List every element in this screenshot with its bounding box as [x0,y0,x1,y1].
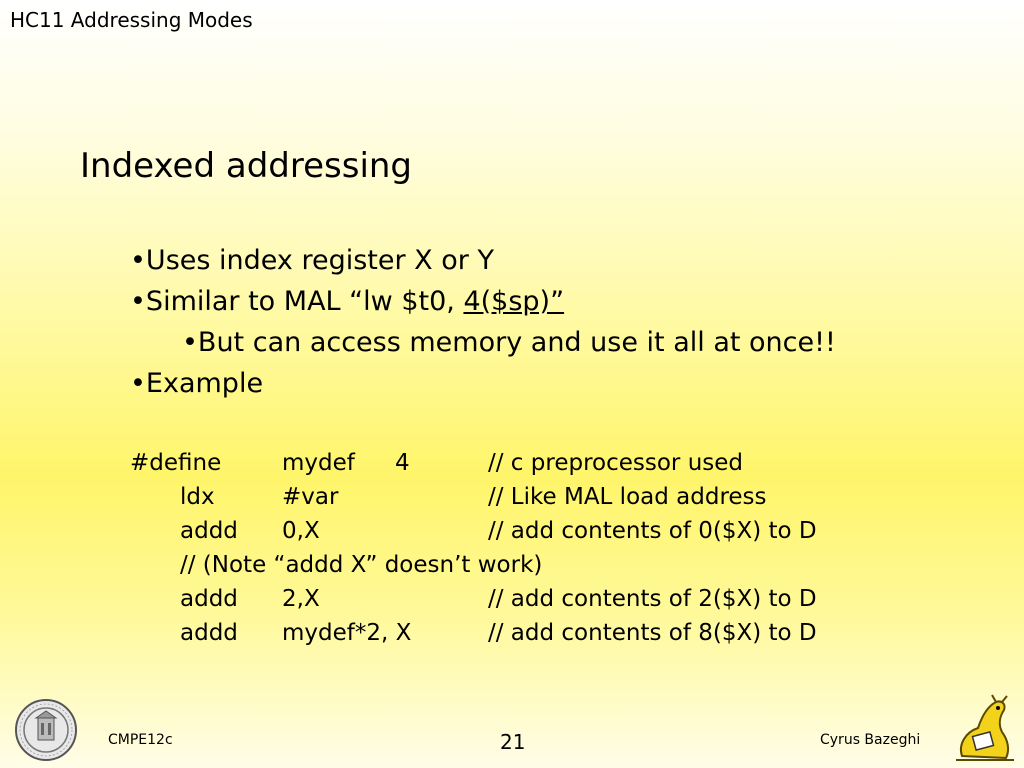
code-comment: // add contents of 0($X) to D [488,518,817,544]
code-comment: // add contents of 8($X) to D [488,620,817,646]
banana-slug-mascot-icon [956,694,1014,761]
code-operand: 0,X [282,518,320,544]
footer-course: CMPE12c [108,732,173,748]
code-instruction: addd [180,586,238,612]
code-comment: // Like MAL load address [488,484,767,510]
slide-heading: Indexed addressing [80,146,413,186]
bullet-list: •Uses index register X or Y •Similar to … [130,240,836,404]
bullet-similar-to-mal: •Similar to MAL “lw $t0, 4($sp)” [130,281,836,322]
footer-author: Cyrus Bazeghi [820,732,921,748]
code-operand: mydef [282,450,355,476]
slide-header-title: HC11 Addressing Modes [10,8,253,32]
code-operand: 2,X [282,586,320,612]
bullet-similar-text: •Similar to MAL “lw $t0, [130,286,464,317]
code-keyword: #define [130,450,222,476]
code-operand: mydef*2, X [282,620,412,646]
bullet-underlined-operand: 4($sp)” [463,286,565,317]
code-operand: #var [282,484,339,510]
code-value: 4 [395,450,410,476]
code-instruction: addd [180,518,238,544]
code-instruction: ldx [180,484,215,510]
code-instruction: addd [180,620,238,646]
sub-bullet-access-memory: •But can access memory and use it all at… [182,327,836,358]
code-note: // (Note “addd X” doesn’t work) [180,552,543,578]
university-seal-icon [15,699,77,761]
footer-page-number: 21 [500,730,526,754]
bullet-index-register: •Uses index register X or Y [130,245,494,276]
bullet-example: •Example [130,368,264,399]
code-comment: // c preprocessor used [488,450,743,476]
code-comment: // add contents of 2($X) to D [488,586,817,612]
